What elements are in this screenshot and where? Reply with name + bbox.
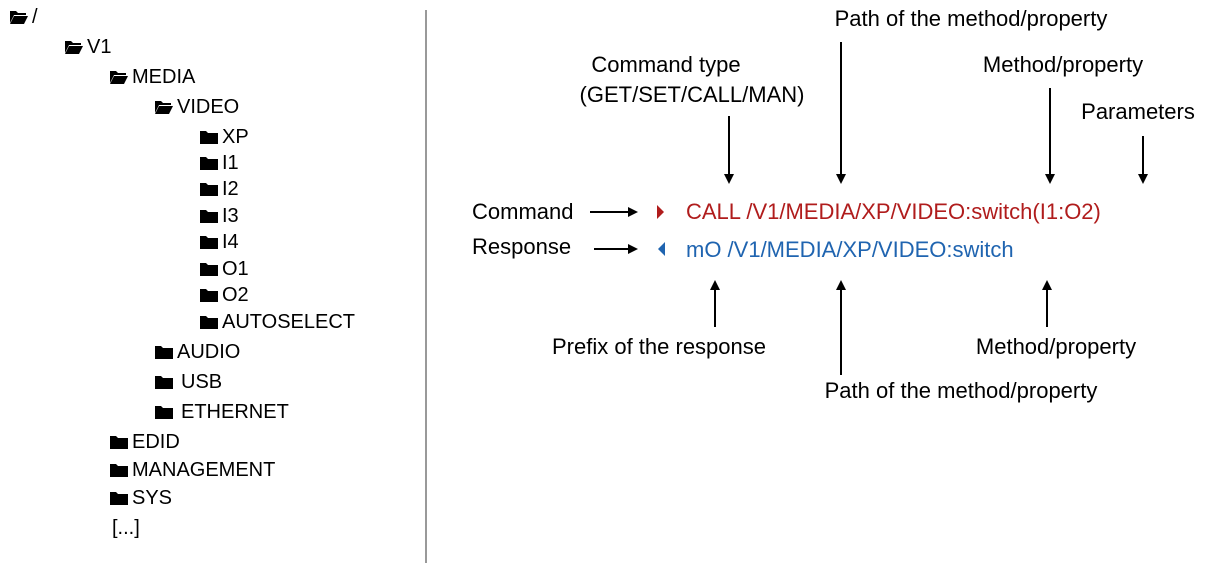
label-parameters: Parameters xyxy=(1081,99,1195,124)
folder-icon xyxy=(110,463,128,477)
tree-item-label: / xyxy=(32,6,38,28)
folder-open-icon xyxy=(10,10,28,24)
tree-item-label: [...] xyxy=(112,517,140,539)
tree-item-ethernet[interactable]: ETHERNET xyxy=(155,400,289,424)
tree-item-label: V1 xyxy=(87,36,112,58)
tree-item-i2[interactable]: I2 xyxy=(200,177,239,201)
tree-item-o1[interactable]: O1 xyxy=(200,257,249,281)
label-command-type-options: (GET/SET/CALL/MAN) xyxy=(580,82,805,107)
response-marker-icon xyxy=(658,242,665,256)
folder-open-icon xyxy=(110,70,128,84)
tree-item-label: ETHERNET xyxy=(181,401,289,423)
folder-icon xyxy=(200,315,218,329)
tree-item-i4[interactable]: I4 xyxy=(200,230,239,254)
tree-item-label: EDID xyxy=(132,431,180,453)
tree-item-o2[interactable]: O2 xyxy=(200,283,249,307)
label-method-top: Method/property xyxy=(983,52,1143,77)
tree-item-xp[interactable]: XP xyxy=(200,125,249,149)
folder-icon xyxy=(200,262,218,276)
tree-item-label: O2 xyxy=(222,284,249,306)
label-command: Command xyxy=(472,199,573,224)
tree-item-label: VIDEO xyxy=(177,96,240,118)
tree-item-label: AUDIO xyxy=(177,341,241,363)
folder-icon xyxy=(110,435,128,449)
tree-item-media[interactable]: MEDIA xyxy=(110,65,195,89)
tree-item-i1[interactable]: I1 xyxy=(200,151,239,175)
tree-item-v1[interactable]: V1 xyxy=(65,35,111,59)
folder-icon xyxy=(155,405,173,419)
folder-icon xyxy=(110,491,128,505)
tree-item-label: I2 xyxy=(222,178,239,200)
folder-open-icon xyxy=(65,40,83,54)
command-marker-icon xyxy=(657,205,664,219)
tree-item-autoselect[interactable]: AUTOSELECT xyxy=(200,310,355,334)
tree-item-i3[interactable]: I3 xyxy=(200,204,239,228)
tree-item-label: I1 xyxy=(222,152,239,174)
folder-open-icon xyxy=(155,100,173,114)
tree-item-edid[interactable]: EDID xyxy=(110,430,180,454)
label-path-bottom: Path of the method/property xyxy=(825,378,1098,403)
folder-icon xyxy=(200,209,218,223)
tree-item-root[interactable]: / xyxy=(10,5,38,29)
tree-item-label: MANAGEMENT xyxy=(132,459,276,481)
folder-icon xyxy=(200,130,218,144)
folder-icon xyxy=(200,156,218,170)
tree-item-label: MEDIA xyxy=(132,66,196,88)
tree-item-label: AUTOSELECT xyxy=(222,311,355,333)
tree-item-label: XP xyxy=(222,126,249,148)
tree-item-label: O1 xyxy=(222,258,249,280)
tree-item-audio[interactable]: AUDIO xyxy=(155,340,240,364)
folder-icon xyxy=(200,288,218,302)
folder-icon xyxy=(200,235,218,249)
response-text: mO /V1/MEDIA/XP/VIDEO:switch xyxy=(686,237,1014,262)
tree-item-video[interactable]: VIDEO xyxy=(155,95,239,119)
tree-item-more[interactable]: [...] xyxy=(112,516,140,540)
label-response: Response xyxy=(472,234,571,259)
label-prefix: Prefix of the response xyxy=(552,334,766,359)
folder-icon xyxy=(155,375,173,389)
tree-item-label: I3 xyxy=(222,205,239,227)
vertical-divider xyxy=(425,10,427,563)
label-path-top: Path of the method/property xyxy=(835,6,1108,31)
folder-icon xyxy=(155,345,173,359)
tree-item-label: SYS xyxy=(132,487,173,509)
tree-item-label: I4 xyxy=(222,231,239,253)
tree-item-sys[interactable]: SYS xyxy=(110,486,172,510)
label-command-type: Command type xyxy=(591,52,740,77)
tree-item-usb[interactable]: USB xyxy=(155,370,222,394)
label-method-bottom: Method/property xyxy=(976,334,1136,359)
command-text: CALL /V1/MEDIA/XP/VIDEO:switch(I1:O2) xyxy=(686,199,1101,224)
folder-icon xyxy=(200,182,218,196)
tree-item-management[interactable]: MANAGEMENT xyxy=(110,458,275,482)
tree-item-label: USB xyxy=(181,371,223,393)
